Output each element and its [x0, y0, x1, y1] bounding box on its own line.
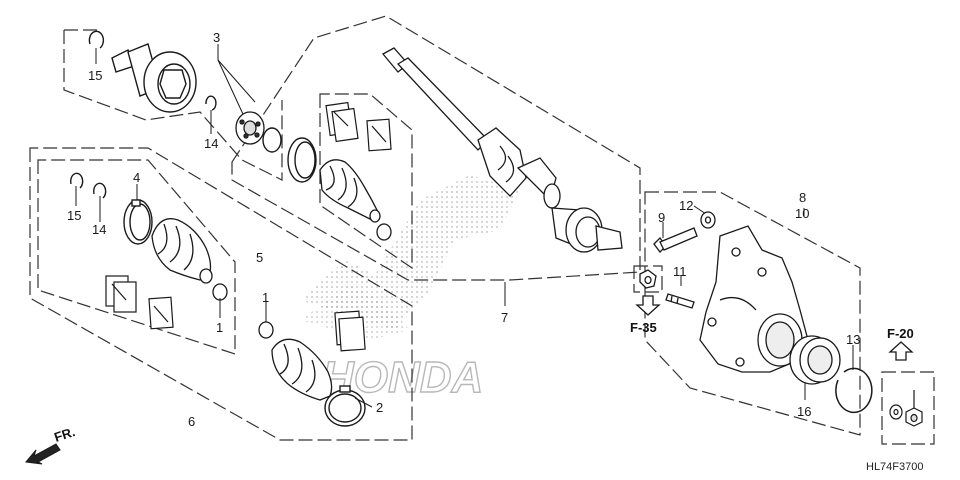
- callout-1-middle: 1: [262, 290, 269, 305]
- snap-ring-15-upper: [88, 30, 105, 49]
- grease-packets-lower: [105, 275, 174, 330]
- callout-4: 4: [133, 170, 140, 185]
- callout-9: 9: [658, 210, 665, 225]
- callout-16: 16: [797, 404, 811, 419]
- callout-6: 6: [188, 414, 195, 429]
- band-1-left: [212, 283, 228, 301]
- snap-ring-14-lower: [92, 182, 107, 199]
- group-box-7: [231, 15, 641, 281]
- group-box-5: [37, 159, 236, 355]
- ring-3b: [262, 127, 282, 153]
- callout-10: 10: [795, 206, 809, 221]
- drive-shaft: [381, 47, 623, 253]
- boot-lower: [271, 338, 333, 401]
- arrow-up-icon: [888, 341, 914, 361]
- grease-packets-upper: [325, 101, 392, 152]
- callout-7: 7: [501, 310, 508, 325]
- bolt-9: [653, 227, 698, 253]
- callout-12: 12: [679, 198, 693, 213]
- f20-parts: [889, 390, 923, 427]
- front-direction-label: FR.: [52, 424, 77, 445]
- honda-watermark: HONDA: [300, 175, 520, 403]
- cage-3: [235, 111, 265, 145]
- callout-1-left: 1: [216, 320, 223, 335]
- inboard-joint: [111, 43, 197, 113]
- snap-ring-15-lower: [69, 172, 84, 189]
- front-direction-icon: [25, 443, 61, 465]
- group-box-f20: [881, 371, 935, 445]
- group-outlines: [29, 15, 935, 445]
- band-small-upper: [376, 223, 392, 241]
- band-4: [123, 199, 153, 245]
- callout-15-upper: 15: [88, 68, 102, 83]
- callout-14-lower: 14: [92, 222, 106, 237]
- callout-2: 2: [376, 400, 383, 415]
- group-box-7-inner: [319, 93, 413, 270]
- callout-3: 3: [213, 30, 220, 45]
- callout-14-upper: 14: [204, 136, 218, 151]
- bearing-16: [789, 335, 841, 385]
- group-box-f35: [633, 265, 663, 293]
- reference-f20: F-20: [887, 326, 914, 341]
- callout-11: 11: [673, 264, 687, 279]
- snap-ring-14-upper: [205, 95, 217, 111]
- nut-f35: [639, 269, 657, 289]
- snap-ring-13: [835, 367, 873, 414]
- boot-band-upper: [287, 137, 317, 183]
- boot-upper: [319, 159, 381, 223]
- stud-11: [665, 293, 695, 309]
- grease-packet-middle: [334, 310, 366, 352]
- group-box-3: [63, 30, 283, 181]
- group-box-6: [29, 147, 413, 441]
- group-box-8: [644, 191, 861, 436]
- boot-5: [151, 218, 213, 284]
- callout-5: 5: [256, 250, 263, 265]
- band-2: [324, 385, 366, 427]
- diagram-code: HL74F3700: [866, 461, 924, 473]
- reference-f35: F-35: [630, 320, 657, 335]
- arrow-down-icon: [635, 295, 661, 316]
- callout-13: 13: [846, 332, 860, 347]
- band-1-middle: [258, 321, 274, 339]
- washer-12: [700, 211, 716, 229]
- callouts: 3 15 14 4 15 14 5 1 1 2 6 7 9 12 11 8 10…: [67, 30, 860, 429]
- callout-8: 8: [799, 190, 806, 205]
- callout-15-lower: 15: [67, 208, 81, 223]
